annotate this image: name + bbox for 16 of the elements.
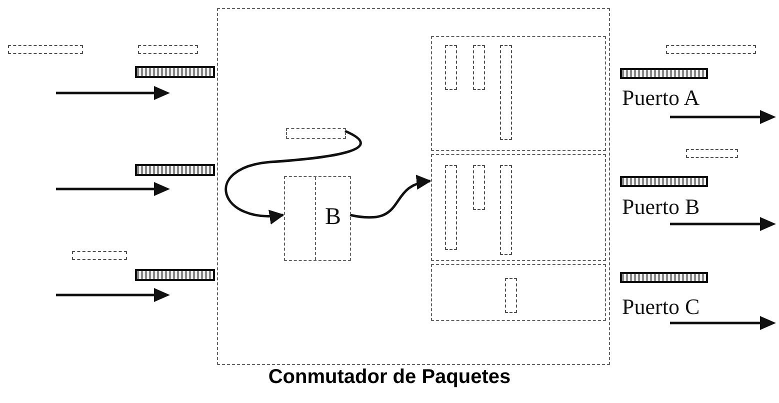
buffer-label: B <box>325 205 342 229</box>
port-bar <box>135 269 215 281</box>
switch-box <box>217 8 610 365</box>
packet-icon <box>286 128 346 139</box>
output-queue <box>431 264 606 321</box>
port-label: Puerto C <box>622 295 700 319</box>
port-bar <box>135 164 215 176</box>
port-label: Puerto B <box>622 195 700 219</box>
port-bar <box>135 66 215 78</box>
caption: Conmutador de Paquetes <box>267 366 512 389</box>
port-label: Puerto A <box>622 86 700 110</box>
output-queue <box>431 36 606 151</box>
curved-arrow <box>224 130 362 224</box>
buffer-box <box>284 176 351 261</box>
output-queue <box>431 154 606 261</box>
curved-arrow <box>350 176 432 219</box>
